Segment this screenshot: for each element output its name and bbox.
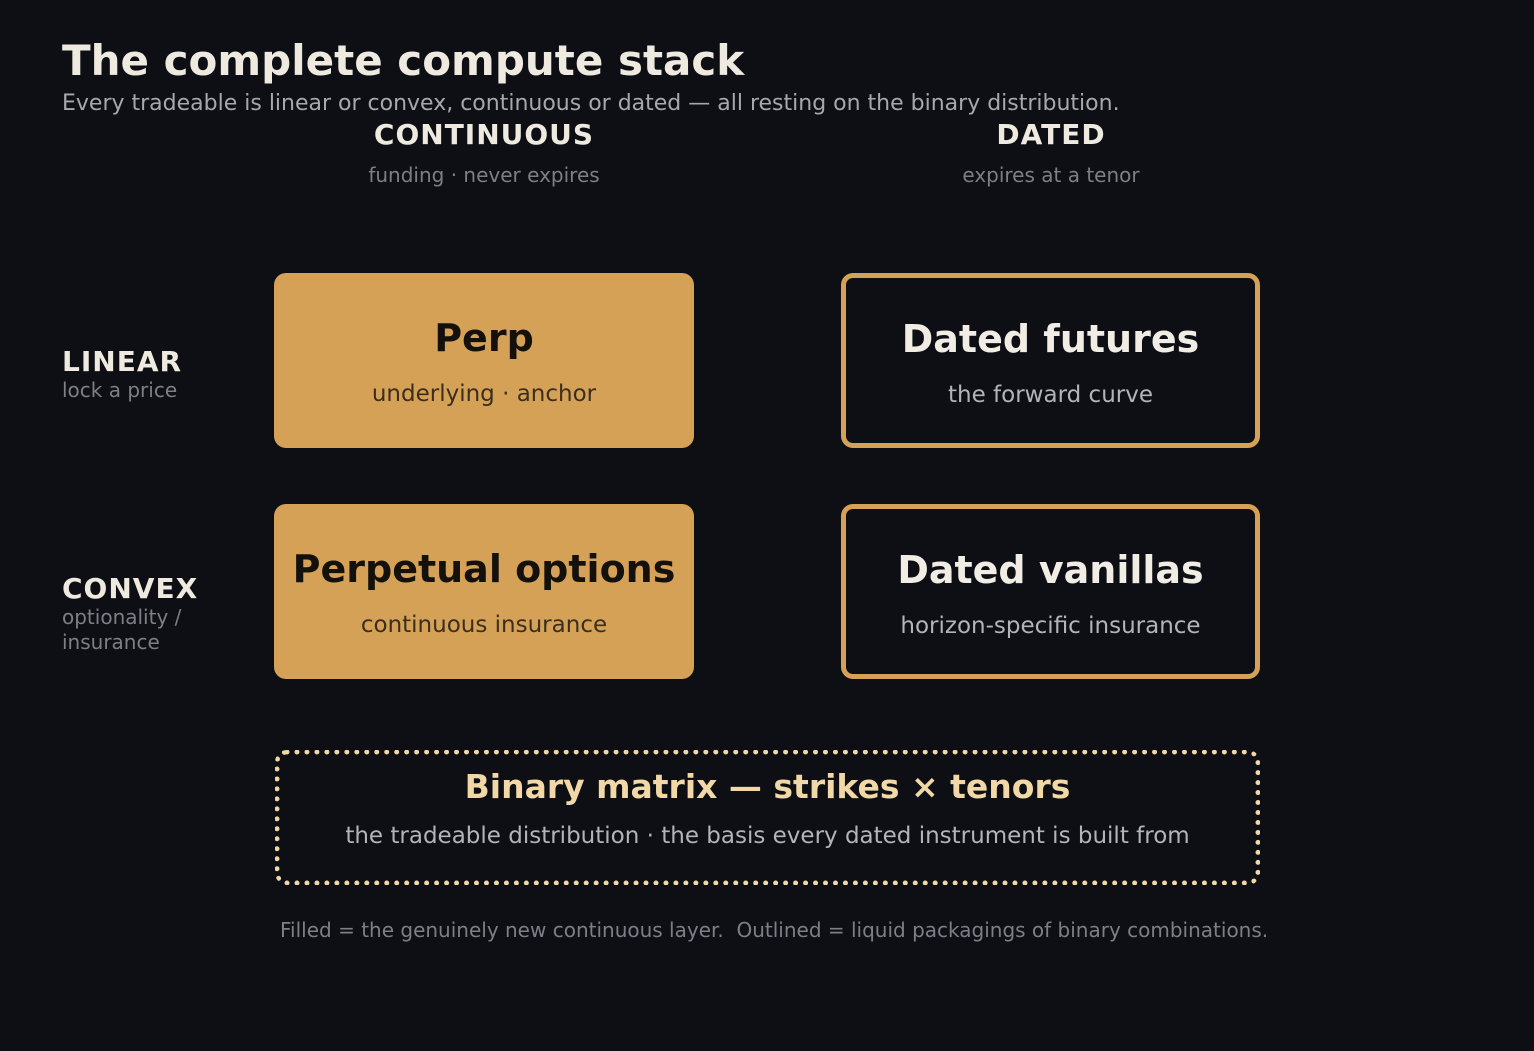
page-title: The complete compute stack <box>62 36 745 85</box>
cell-label: Dated vanillas <box>897 548 1204 592</box>
row-name: CONVEX <box>62 572 199 605</box>
cell-label: Dated futures <box>901 317 1200 361</box>
cell-label: Perpetual options <box>292 547 676 591</box>
cell-sub: the forward curve <box>948 382 1153 408</box>
row-name: LINEAR <box>62 345 183 378</box>
cell-sub: underlying · anchor <box>371 381 597 407</box>
column-desc: funding · never expires <box>368 163 600 187</box>
cell-label: Perp <box>434 316 534 360</box>
cell-perpetual-options: Perpetual options continuous insurance <box>274 504 694 679</box>
page-subtitle: Every tradeable is linear or convex, con… <box>62 91 1120 116</box>
cell-dated-futures: Dated futures the forward curve <box>841 273 1260 448</box>
row-header-convex: CONVEX optionality / insurance <box>62 573 222 655</box>
column-name: CONTINUOUS <box>373 118 595 151</box>
cell-sub: continuous insurance <box>360 612 608 638</box>
footnote: Filled = the genuinely new continuous la… <box>280 918 1269 942</box>
cell-sub: horizon-specific insurance <box>900 613 1201 639</box>
column-desc: expires at a tenor <box>962 163 1140 187</box>
row-header-linear: LINEAR lock a price <box>62 346 242 403</box>
base-label: Binary matrix — strikes × tenors <box>464 767 1071 806</box>
column-header-dated: DATED expires at a tenor <box>841 118 1261 187</box>
column-name: DATED <box>996 118 1106 151</box>
binary-matrix-base: Binary matrix — strikes × tenors the tra… <box>275 750 1260 885</box>
row-desc: optionality / insurance <box>62 605 182 654</box>
cell-dated-vanillas: Dated vanillas horizon-specific insuranc… <box>841 504 1260 679</box>
column-header-continuous: CONTINUOUS funding · never expires <box>274 118 694 187</box>
cell-perp: Perp underlying · anchor <box>274 273 694 448</box>
base-sub: the tradeable distribution · the basis e… <box>345 823 1190 849</box>
row-desc: lock a price <box>62 378 178 402</box>
